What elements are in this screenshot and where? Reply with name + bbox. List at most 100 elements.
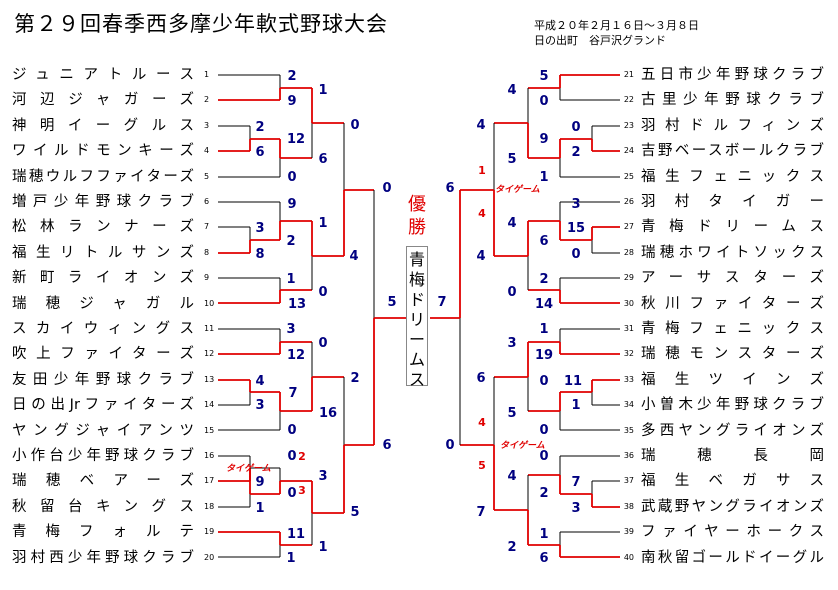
team-seed: 40 [623,552,634,562]
team-seed: 9 [204,273,210,283]
score: 0 [539,423,548,438]
team-name: 増戸少年野球クラブ [12,194,194,210]
tiebreak-score: 2 [298,450,306,463]
team-name: 秋留台キングス [12,498,194,515]
score: 6 [445,181,454,196]
team-name: 吉野ベースボールクラブ [641,143,824,160]
tiebreak-label: タイゲーム [226,463,271,474]
score: 9 [287,94,296,109]
score: 3 [571,501,580,516]
team-name: 青梅ドリームス [641,219,824,236]
score: 1 [255,501,264,516]
team-seed: 29 [623,273,634,283]
score: 5 [507,406,516,421]
score: 2 [286,234,295,249]
score: 1 [539,322,548,337]
score: 2 [539,272,548,287]
score: 7 [437,295,446,310]
date-range: 平成２０年２月１６日～３月８日 [534,19,699,32]
score: 4 [507,469,516,484]
team-name: 瑞穂ウルフファイターズ [12,168,194,185]
score: 11 [287,527,305,542]
team-seed: 12 [204,349,215,359]
score: 6 [382,438,391,453]
team-seed: 1 [204,70,210,79]
score: 4 [507,216,516,231]
score: 4 [476,118,485,133]
team-name: 南秋留ゴールドイーグル [641,549,824,566]
team-name: 友田少年野球クラブ [12,371,194,388]
score: 15 [567,221,585,236]
team-seed: 28 [623,247,634,257]
champion-box: 青梅ドリームス [406,246,428,389]
team-name: 福生リトルサンズ [12,244,194,261]
team-seed: 30 [623,298,634,308]
team-seed: 5 [204,171,210,181]
team-seed: 4 [204,146,210,156]
team-seed: 3 [204,120,210,130]
team-name: 福生ベガサス [641,473,824,490]
team-name: 瑞穂ジャガル [12,295,194,312]
team-seed: 10 [204,298,215,308]
score: 0 [539,94,548,109]
score: 6 [539,551,548,566]
team-seed: 26 [623,197,634,206]
tiebreak-score: 1 [478,164,486,177]
score: 3 [286,322,295,337]
score: 7 [571,475,580,490]
score: 6 [318,152,327,167]
tiebreak-score: 5 [478,459,486,472]
score: 2 [350,371,359,386]
team-seed: 24 [623,146,634,156]
team-seed: 22 [623,95,634,105]
team-seed: 35 [623,425,634,435]
tiebreak-score: 4 [478,207,486,220]
team-name: ジュニアトルース [12,67,194,83]
score: 12 [287,348,305,363]
score: 8 [255,247,264,262]
team-name: ヤングジャイアンツ [12,422,194,439]
score: 2 [287,69,296,84]
score: 3 [255,221,264,236]
score: 13 [288,297,306,312]
score: 0 [287,486,296,501]
team-seed: 16 [204,451,215,460]
score: 12 [287,132,305,147]
team-seed: 38 [623,501,634,511]
team-name: 神明イーグルス [12,117,194,134]
team-name: 武蔵野ヤングライオンズ [641,498,824,515]
team-seed: 8 [204,247,210,257]
score: 5 [387,295,396,310]
score: 2 [507,540,516,555]
team-name: 古里少年野球クラブ [641,92,824,109]
score: 0 [287,449,296,464]
score: 0 [445,438,454,453]
score: 0 [382,181,391,196]
tiebreak-label: タイゲーム [500,440,545,451]
team-name: 瑞穂モンスターズ [641,346,824,363]
team-seed: 18 [204,501,215,511]
score: 3 [571,197,580,212]
team-name: 羽村西少年野球クラブ [12,549,194,566]
score: 1 [286,272,295,287]
champion-label: 優勝 [408,194,426,238]
score: 0 [318,336,327,351]
event-dates: 平成２０年２月１６日～３月８日 日の出町 谷戸沢グランド [534,18,699,48]
team-seed: 14 [204,400,215,410]
score: 3 [318,469,327,484]
team-seed: 20 [204,552,215,562]
score: 2 [539,486,548,501]
team-seed: 13 [204,374,215,384]
team-seed: 6 [204,197,210,206]
score: 1 [571,398,580,413]
tiebreak-score: 3 [298,484,306,497]
score: 1 [318,216,327,231]
team-name: 河辺ジャガーズ [12,92,194,109]
score: 0 [287,170,296,185]
team-name: 瑞穂長岡 [641,448,824,464]
team-name: 小曽木少年野球クラブ [641,397,824,414]
score: 0 [318,285,327,300]
team-seed: 34 [623,400,634,410]
team-seed: 39 [623,527,634,537]
